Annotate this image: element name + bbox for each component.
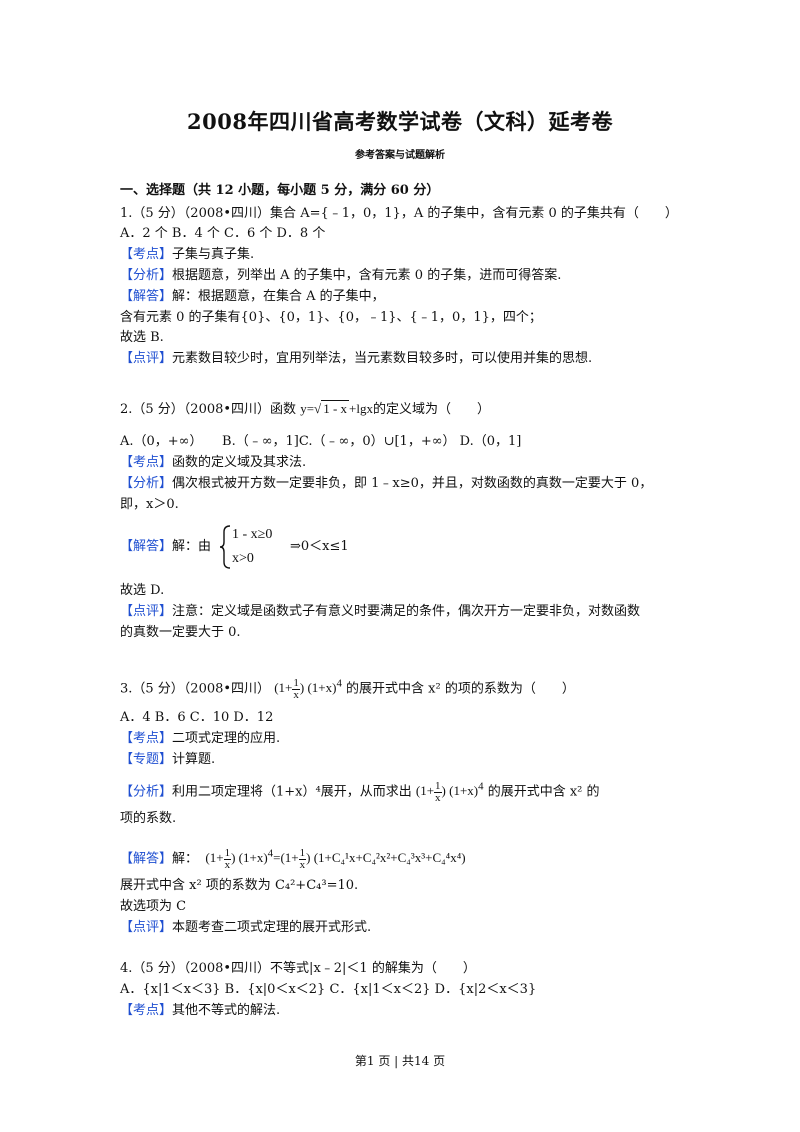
q1-jieda: 【解答】解：根据题意，在集合 A 的子集中， xyxy=(120,289,385,304)
q1-options: A．2 个 B．4 个 C．6 个 D．8 个 xyxy=(120,226,326,241)
tag-zhuanti: 【专题】 xyxy=(120,752,173,767)
q1-fenxi: 【分析】根据题意，列举出 A 的子集中，含有元素 0 的子集，进而可得答案. xyxy=(120,268,562,283)
q2-jieda-result: ⇒0＜x≤1 xyxy=(290,539,349,554)
q3-fenxi-line2: 项的系数. xyxy=(120,811,177,826)
q1-jieda-line3: 故选 B. xyxy=(120,330,164,345)
q2-formula: y=√1 - x+lgx xyxy=(300,400,373,416)
q1-kaodian: 【考点】子集与真子集. xyxy=(120,247,255,262)
q2-kaodian: 【考点】函数的定义域及其求法. xyxy=(120,455,307,470)
q1-jieda-line2: 含有元素 0 的子集有{0}、{0，1}、{0，﹣1}、{﹣1，0，1}，四个； xyxy=(120,310,542,325)
tag-jieda: 【解答】 xyxy=(120,289,173,304)
q4-stem: 4.（5 分）（2008•四川）不等式|x﹣2|＜1 的解集为（ ） xyxy=(120,961,476,976)
system-line-1: 1 - x≥0 xyxy=(232,527,273,542)
q2-fenxi: 【分析】偶次根式被开方数一定要非负，即 1﹣x≥0，并且，对数函数的真数一定要大… xyxy=(120,476,653,491)
q1-stem: 1.（5 分）（2008•四川）集合 A={﹣1，0，1}，A 的子集中，含有元… xyxy=(120,206,678,221)
tag-jieda: 【解答】 xyxy=(120,851,173,867)
q2-dianping: 【点评】注意：定义域是函数式子有意义时要满足的条件，偶次开方一定要非负，对数函数 xyxy=(120,604,641,619)
tag-dianping: 【点评】 xyxy=(120,604,173,619)
q2-stem: 2.（5 分）（2008•四川）函数 y=√1 - x+lgx的定义域为（ ） xyxy=(120,400,490,417)
q3-zhuanti: 【专题】计算题. xyxy=(120,752,216,767)
tag-kaodian: 【考点】 xyxy=(120,455,173,470)
page-title: 2008年四川省高考数学试卷（文科）延考卷 xyxy=(187,109,613,134)
tag-dianping: 【点评】 xyxy=(120,351,173,366)
tag-kaodian: 【考点】 xyxy=(120,1003,173,1018)
system-brace-icon xyxy=(219,525,231,569)
system-line-2: x>0 xyxy=(232,551,254,566)
page-footer: 第1 页 | 共14 页 xyxy=(354,1054,446,1068)
q3-dianping: 【点评】本题考查二项式定理的展开式形式. xyxy=(120,920,372,935)
tag-dianping: 【点评】 xyxy=(120,920,173,935)
q1-dianping: 【点评】元素数目较少时，宜用列举法，当元素数目较多时，可以使用并集的思想. xyxy=(120,351,593,366)
section-heading: 一、选择题（共 12 小题，每小题 5 分，满分 60 分） xyxy=(120,183,440,198)
q2-jieda-line3: 故选 D. xyxy=(120,583,165,598)
q4-kaodian: 【考点】其他不等式的解法. xyxy=(120,1003,281,1018)
tag-fenxi: 【分析】 xyxy=(120,476,173,491)
tag-fenxi: 【分析】 xyxy=(120,784,173,800)
q3-coef-line: 展开式中含 x² 项的系数为 C₄²+C₄³=10. xyxy=(120,878,359,893)
q4-options: A．{x|1＜x＜3} B．{x|0＜x＜2} C．{x|1＜x＜2} D．{x… xyxy=(120,982,537,997)
q2-options: A.（0，+∞） B.（﹣∞，1]C.（﹣∞，0）∪[1，+∞） D.（0，1] xyxy=(120,434,522,449)
q2-fenxi-line2: 即，x＞0. xyxy=(120,497,179,512)
tag-jieda: 【解答】 xyxy=(120,539,173,554)
q3-choice-line: 故选项为 C xyxy=(120,899,187,914)
q2-dianping-line2: 的真数一定要大于 0. xyxy=(120,625,241,640)
tag-kaodian: 【考点】 xyxy=(120,731,173,746)
q3-kaodian: 【考点】二项式定理的应用. xyxy=(120,731,281,746)
q2-jieda: 【解答】解：由 xyxy=(120,539,212,554)
tag-fenxi: 【分析】 xyxy=(120,268,173,283)
tag-kaodian: 【考点】 xyxy=(120,247,173,262)
page-subtitle: 参考答案与试题解析 xyxy=(355,150,445,161)
q3-options: A．4 B．6 C．10 D．12 xyxy=(120,710,274,725)
